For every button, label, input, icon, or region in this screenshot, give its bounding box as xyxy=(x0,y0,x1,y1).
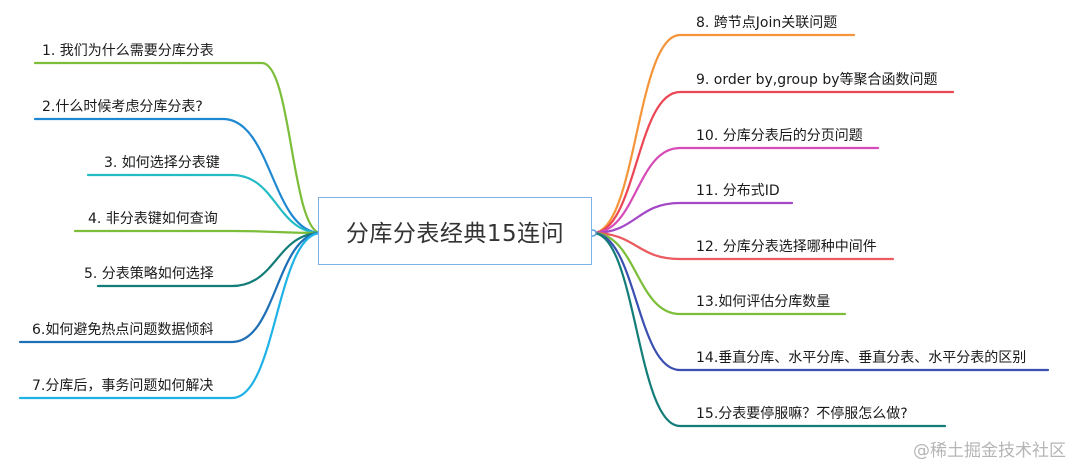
left-topic-4[interactable]: 4. 非分表键如何查询 xyxy=(88,211,218,227)
right-branch-line-13 xyxy=(591,231,847,316)
left-branch-line-7 xyxy=(18,231,323,400)
left-branch-line-6 xyxy=(18,231,323,344)
left-branch-line-3 xyxy=(86,173,323,235)
left-branch-line-5 xyxy=(96,231,323,288)
left-topic-2[interactable]: 2.什么时候考虑分库分表? xyxy=(42,99,203,115)
right-topic-13[interactable]: 13.如何评估分库数量 xyxy=(696,294,831,310)
right-branch-line-12 xyxy=(591,231,895,261)
right-branch-line-14 xyxy=(591,231,1050,372)
right-topic-12[interactable]: 12. 分库分表选择哪种中间件 xyxy=(696,239,877,255)
right-topic-11[interactable]: 11. 分布式ID xyxy=(696,183,780,199)
left-topic-6[interactable]: 6.如何避免热点问题数据倾斜 xyxy=(32,322,214,338)
right-topic-15[interactable]: 15.分表要停服嘛？不停服怎么做? xyxy=(696,406,908,422)
left-branch-line-2 xyxy=(33,117,323,235)
right-branch-line-9 xyxy=(591,90,955,235)
central-topic[interactable]: 分库分表经典15连问 xyxy=(318,197,592,265)
right-branch-line-15 xyxy=(591,231,947,428)
right-branch-line-10 xyxy=(591,146,880,235)
left-topic-5[interactable]: 5. 分表策略如何选择 xyxy=(84,266,214,282)
left-branch-line-1 xyxy=(33,61,323,235)
left-topic-7[interactable]: 7.分库后，事务问题如何解决 xyxy=(32,378,214,394)
right-branch-line-11 xyxy=(591,201,794,235)
right-topic-8[interactable]: 8. 跨节点Join关联问题 xyxy=(696,15,838,31)
watermark: @稀土掘金技术社区 xyxy=(913,441,1066,461)
central-topic-title: 分库分表经典15连问 xyxy=(345,221,565,247)
right-topic-10[interactable]: 10. 分库分表后的分页问题 xyxy=(696,128,863,144)
right-topic-14[interactable]: 14.垂直分库、水平分库、垂直分表、水平分表的区别 xyxy=(696,350,1027,366)
left-branch-line-4 xyxy=(73,229,323,235)
left-topic-3[interactable]: 3. 如何选择分表键 xyxy=(104,155,220,171)
right-topic-9[interactable]: 9. order by,group by等聚合函数问题 xyxy=(696,72,938,88)
left-topic-1[interactable]: 1. 我们为什么需要分库分表 xyxy=(42,43,214,59)
right-branch-line-8 xyxy=(591,33,856,235)
